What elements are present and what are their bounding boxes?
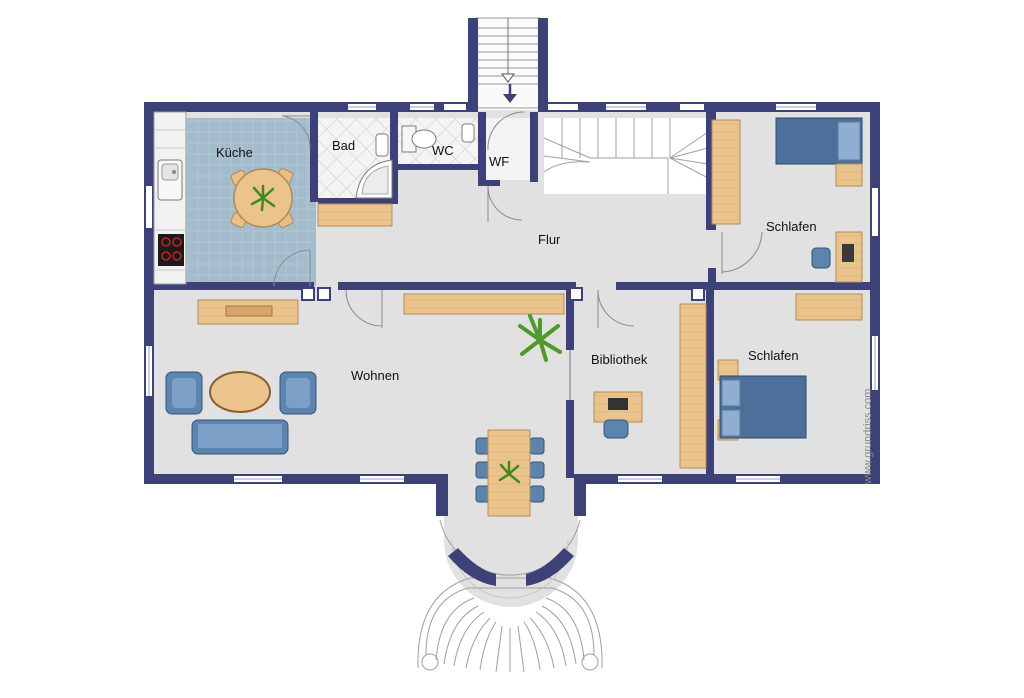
room-label-wf: WF [489,154,509,169]
wc-sink-icon [461,123,475,143]
kitchen-dining-table [230,168,294,228]
room-label-bibliothek: Bibliothek [591,352,648,367]
stairs-icon [543,118,709,194]
coffee-table [209,371,271,413]
room-label-schlafen-2: Schlafen [748,348,799,363]
bathtub-icon [355,159,393,199]
bath-sink-icon [375,133,389,157]
room-label-flur: Flur [538,232,561,247]
entrance-stairs [475,17,541,109]
bath-cabinet [317,203,393,227]
bookshelf [679,303,707,469]
room-label-wc: WC [432,143,454,158]
library-desk [593,391,643,439]
sink-icon [157,159,183,201]
door-swings [273,111,763,400]
sideboard [197,299,299,325]
wardrobe-2 [795,293,863,321]
plant-icon [498,460,521,484]
dining-table [475,429,545,517]
plant-icon [250,184,276,212]
room-label-kueche: Küche [216,145,253,160]
room-label-wohnen: Wohnen [351,368,399,383]
wf-floor [486,118,530,180]
toilet-icon [401,125,437,153]
desk-1 [811,231,863,283]
room-label-bad: Bad [332,138,355,153]
entrance-arrow-icon [503,84,517,103]
armchair-left [165,371,203,415]
room-label-schlafen-1: Schlafen [766,219,817,234]
plant-icon [518,314,562,362]
armchair-right [279,371,317,415]
bed-2 [717,359,807,441]
walls [144,18,880,586]
living-shelf [403,293,565,315]
bed-1 [775,117,863,187]
garden-stairs [417,519,603,673]
stove-icon [158,234,184,266]
sofa [191,419,289,455]
watermark: www.grundriss.com [862,389,874,485]
wardrobe-1 [711,119,741,225]
